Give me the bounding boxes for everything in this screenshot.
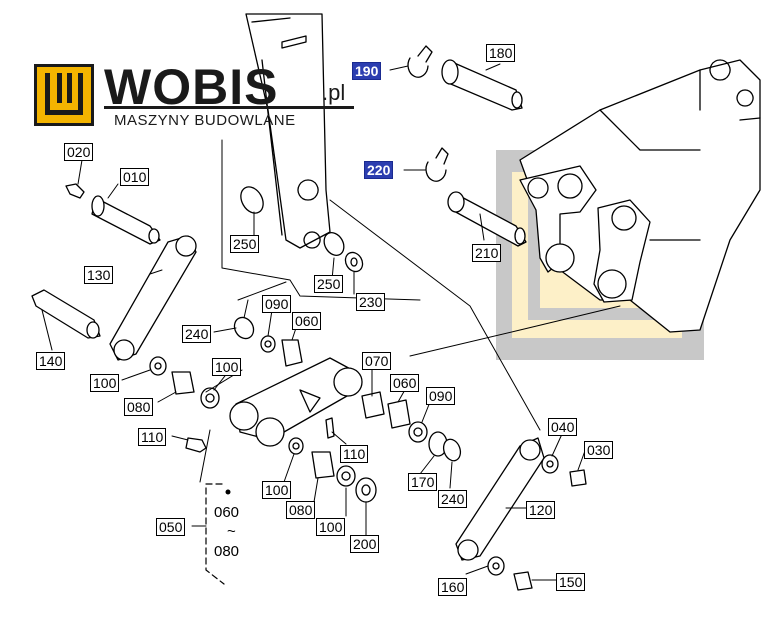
callout-040: 040 <box>548 418 578 436</box>
lower-pin <box>425 147 527 247</box>
callout-020: 020 <box>64 143 94 161</box>
callout-080: 080 <box>286 501 316 519</box>
callout-100: 100 <box>262 481 292 499</box>
callout-010: 010 <box>120 168 150 186</box>
bucket <box>519 59 761 333</box>
callout-190: 190 <box>352 62 382 80</box>
callout-050: 050 <box>156 518 186 536</box>
kit-range-tilde: ~ <box>227 523 236 540</box>
callout-160: 160 <box>438 578 468 596</box>
callout-130: 130 <box>84 266 114 284</box>
callout-140: 140 <box>36 352 66 370</box>
callout-060: 060 <box>292 312 322 330</box>
kit-range-end: 080 <box>214 543 240 560</box>
rings <box>149 186 587 591</box>
callout-030: 030 <box>584 441 614 459</box>
callout-080: 080 <box>124 398 154 416</box>
callout-240: 240 <box>438 490 468 508</box>
callout-180: 180 <box>486 44 516 62</box>
callout-090: 090 <box>426 387 456 405</box>
brand-domain: .pl <box>322 80 346 105</box>
callout-240: 240 <box>182 325 212 343</box>
callout-150: 150 <box>556 573 586 591</box>
link-050 <box>229 357 363 447</box>
callout-110: 110 <box>138 428 167 446</box>
callout-100: 100 <box>316 518 346 536</box>
leader-lines <box>41 63 587 581</box>
callout-230: 230 <box>356 293 386 311</box>
callout-100: 100 <box>90 374 120 392</box>
pin-010 <box>91 195 161 245</box>
brand-tagline: MASZYNY BUDOWLANE <box>114 112 296 129</box>
grease-fitting-110-left <box>185 437 207 453</box>
assembly-guide-lines <box>199 139 621 483</box>
grease-fitting-110-right <box>325 417 335 439</box>
grease-nipple-020 <box>65 183 85 199</box>
link-120 <box>455 437 545 561</box>
callout-060: 060 <box>390 374 420 392</box>
callout-250: 250 <box>230 235 260 253</box>
brand-underline <box>104 106 354 109</box>
upper-pin <box>407 45 523 111</box>
logo-mark-icon <box>34 64 94 126</box>
brand-name: WOBIS <box>104 59 279 115</box>
boom-arm <box>245 13 331 249</box>
callout-200: 200 <box>350 535 380 553</box>
callout-170: 170 <box>408 473 438 491</box>
callout-210: 210 <box>472 244 502 262</box>
link-plates <box>519 165 651 303</box>
callout-070: 070 <box>362 352 392 370</box>
callout-250: 250 <box>314 275 344 293</box>
kit-range-start: 060 <box>214 504 240 521</box>
callout-110: 110 <box>340 445 369 463</box>
pin-140 <box>31 289 101 339</box>
callout-100: 100 <box>212 358 242 376</box>
callout-090: 090 <box>262 295 292 313</box>
kit-bracket <box>205 483 225 585</box>
link-130 <box>109 235 197 361</box>
wobis-logo: WOBIS .pl MASZYNY BUDOWLANE <box>30 59 360 132</box>
callout-120: 120 <box>526 501 556 519</box>
callout-220: 220 <box>364 161 394 179</box>
